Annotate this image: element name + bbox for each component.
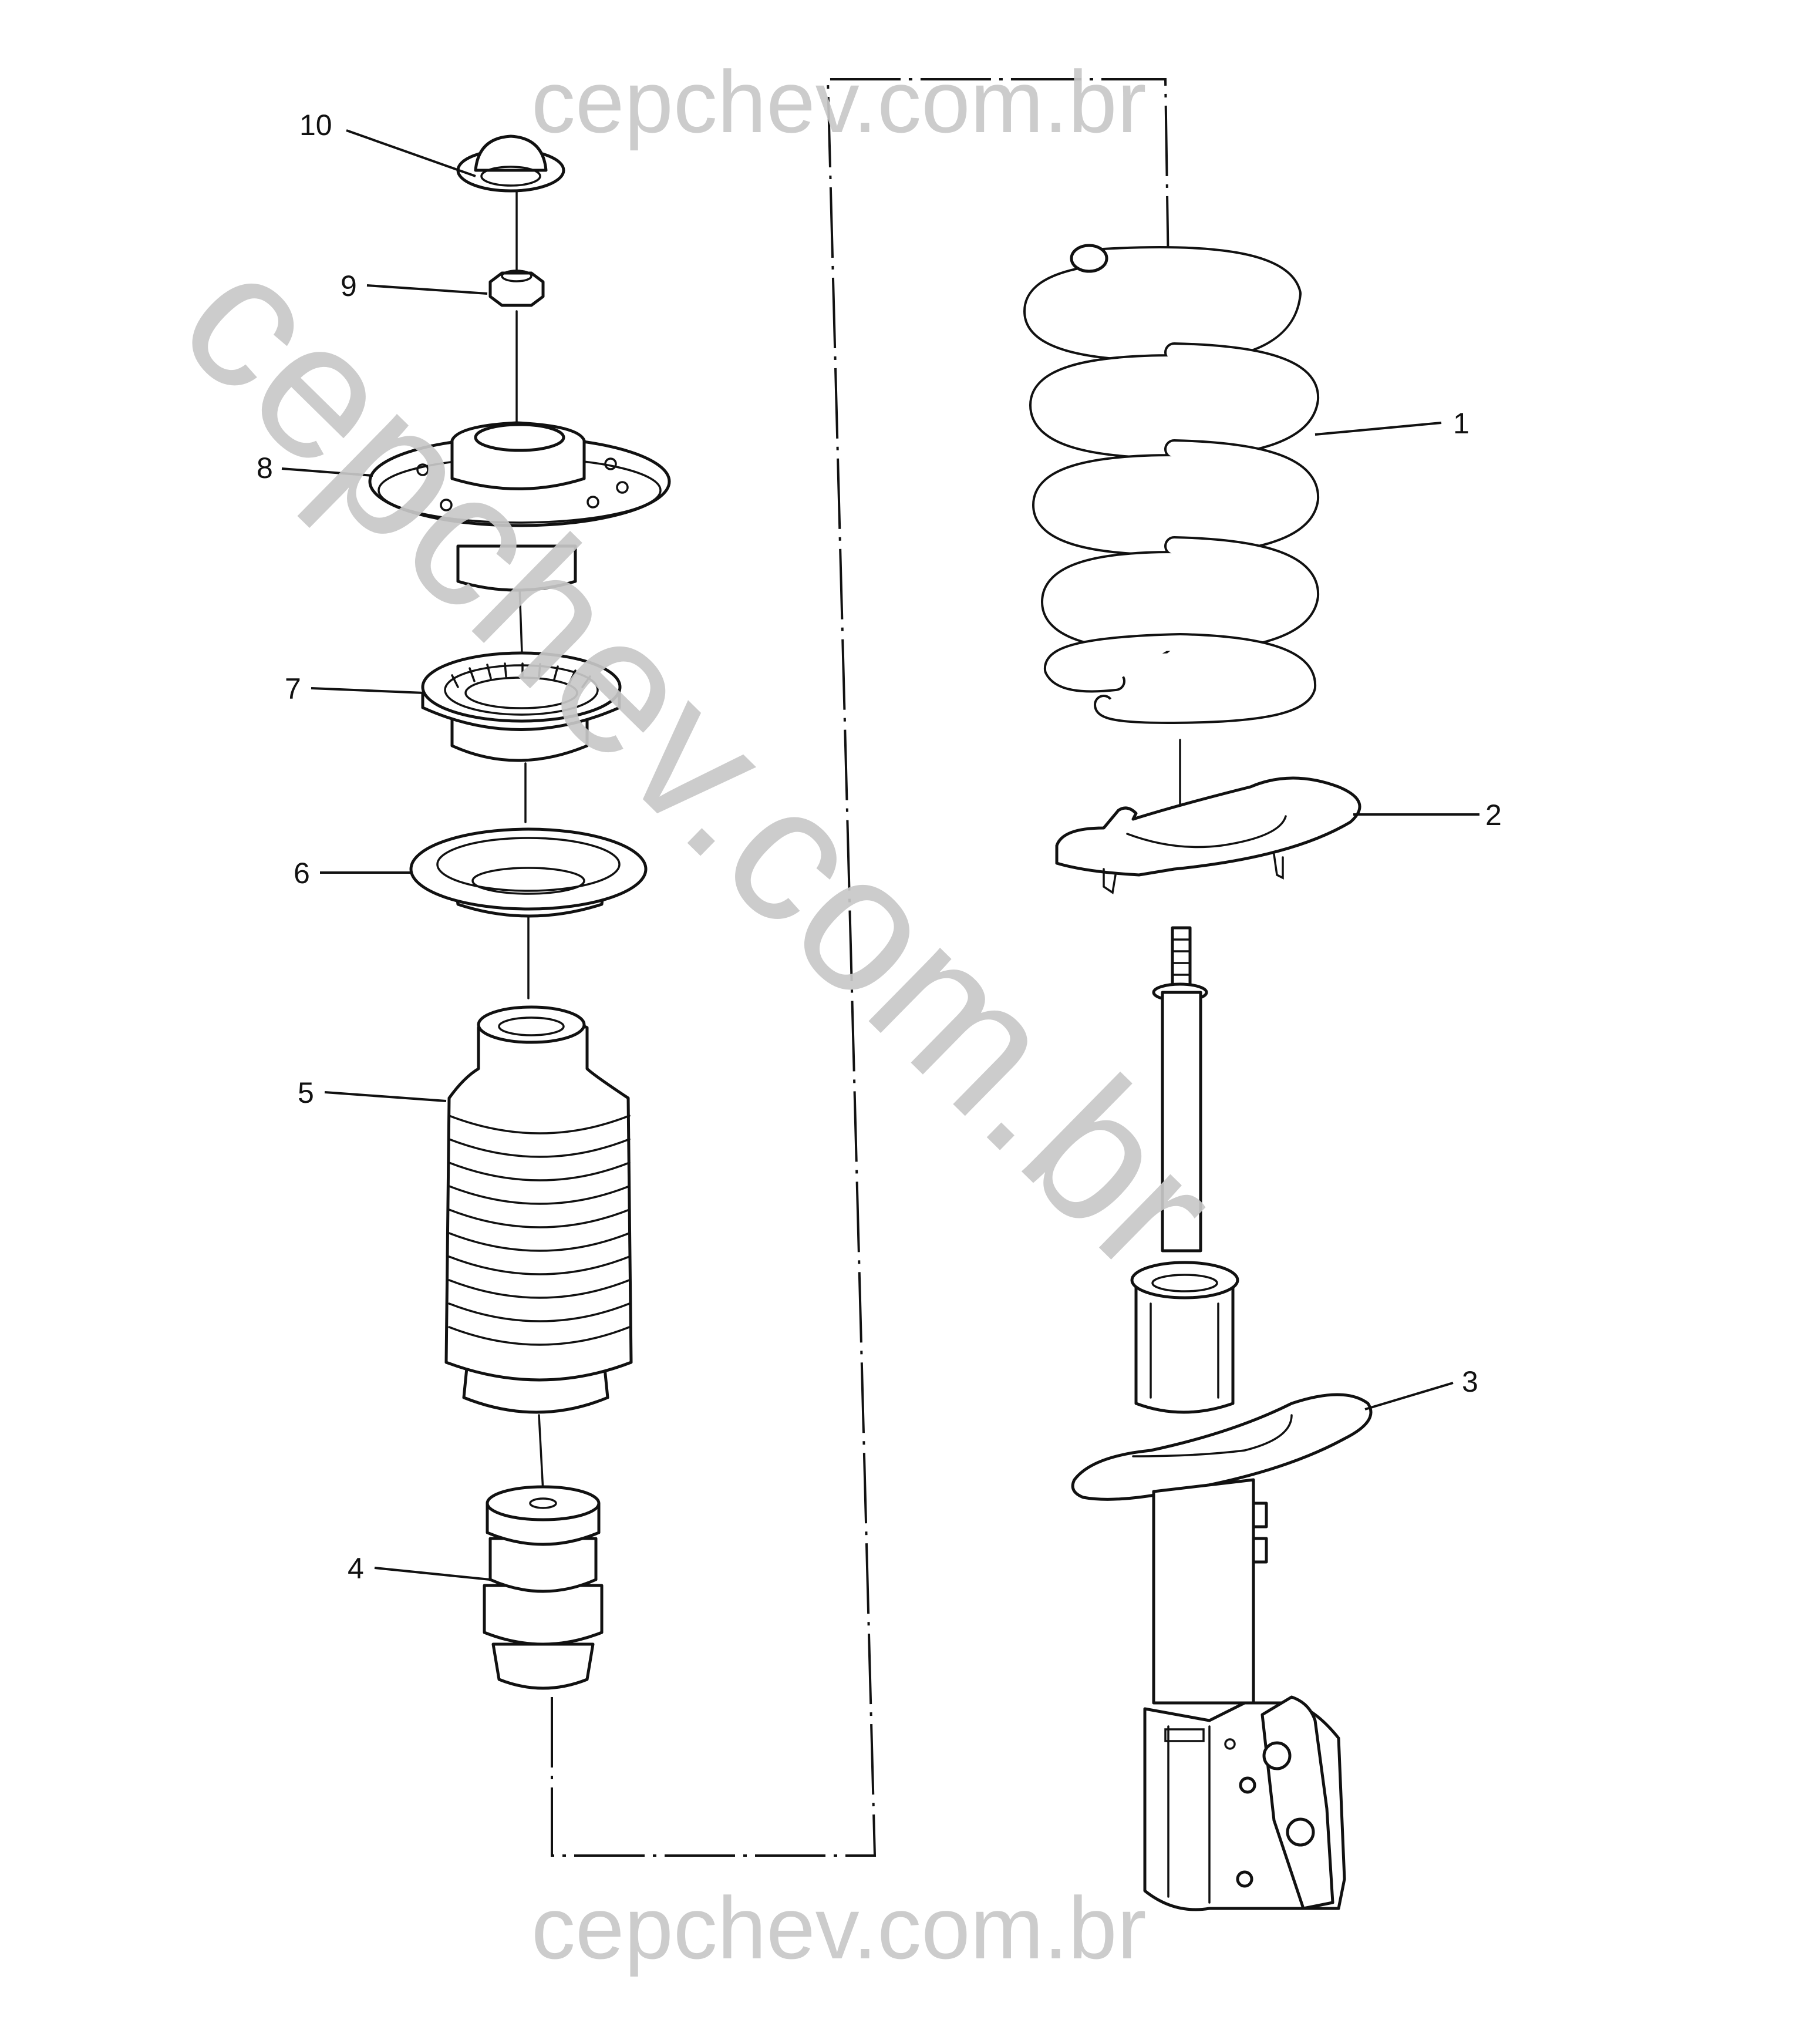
- part-10-cap: [456, 134, 565, 193]
- watermark-bottom: cepchev.com.br: [531, 1878, 1147, 1977]
- part-7-bearing: [421, 651, 622, 762]
- callout-7: 7: [285, 672, 301, 705]
- part-9-nut: [488, 270, 545, 307]
- part-6-upper-insulator: [409, 827, 648, 918]
- callout-6: 6: [294, 857, 310, 890]
- callout-4: 4: [348, 1552, 364, 1585]
- callout-labels: 10 9 8 7 6 5 4 1 2 3: [257, 109, 1502, 1585]
- callout-3: 3: [1462, 1365, 1478, 1398]
- part-3-strut-assembly: [1071, 926, 1373, 1911]
- callout-2: 2: [1485, 799, 1502, 831]
- part-8-upper-mount: [368, 421, 671, 592]
- callout-1: 1: [1453, 407, 1470, 440]
- callout-10: 10: [299, 109, 332, 142]
- part-2-spring-insulator: [1055, 776, 1361, 894]
- leader-lines: [281, 129, 1479, 1581]
- part-4-jounce-bumper: [483, 1485, 604, 1690]
- part-5-dust-boot: [444, 1005, 633, 1414]
- watermark-top: cepchev.com.br: [531, 52, 1147, 151]
- part-1-coil-spring: [1023, 244, 1320, 724]
- callout-5: 5: [298, 1076, 314, 1109]
- callout-9: 9: [341, 270, 357, 302]
- callout-8: 8: [257, 452, 273, 484]
